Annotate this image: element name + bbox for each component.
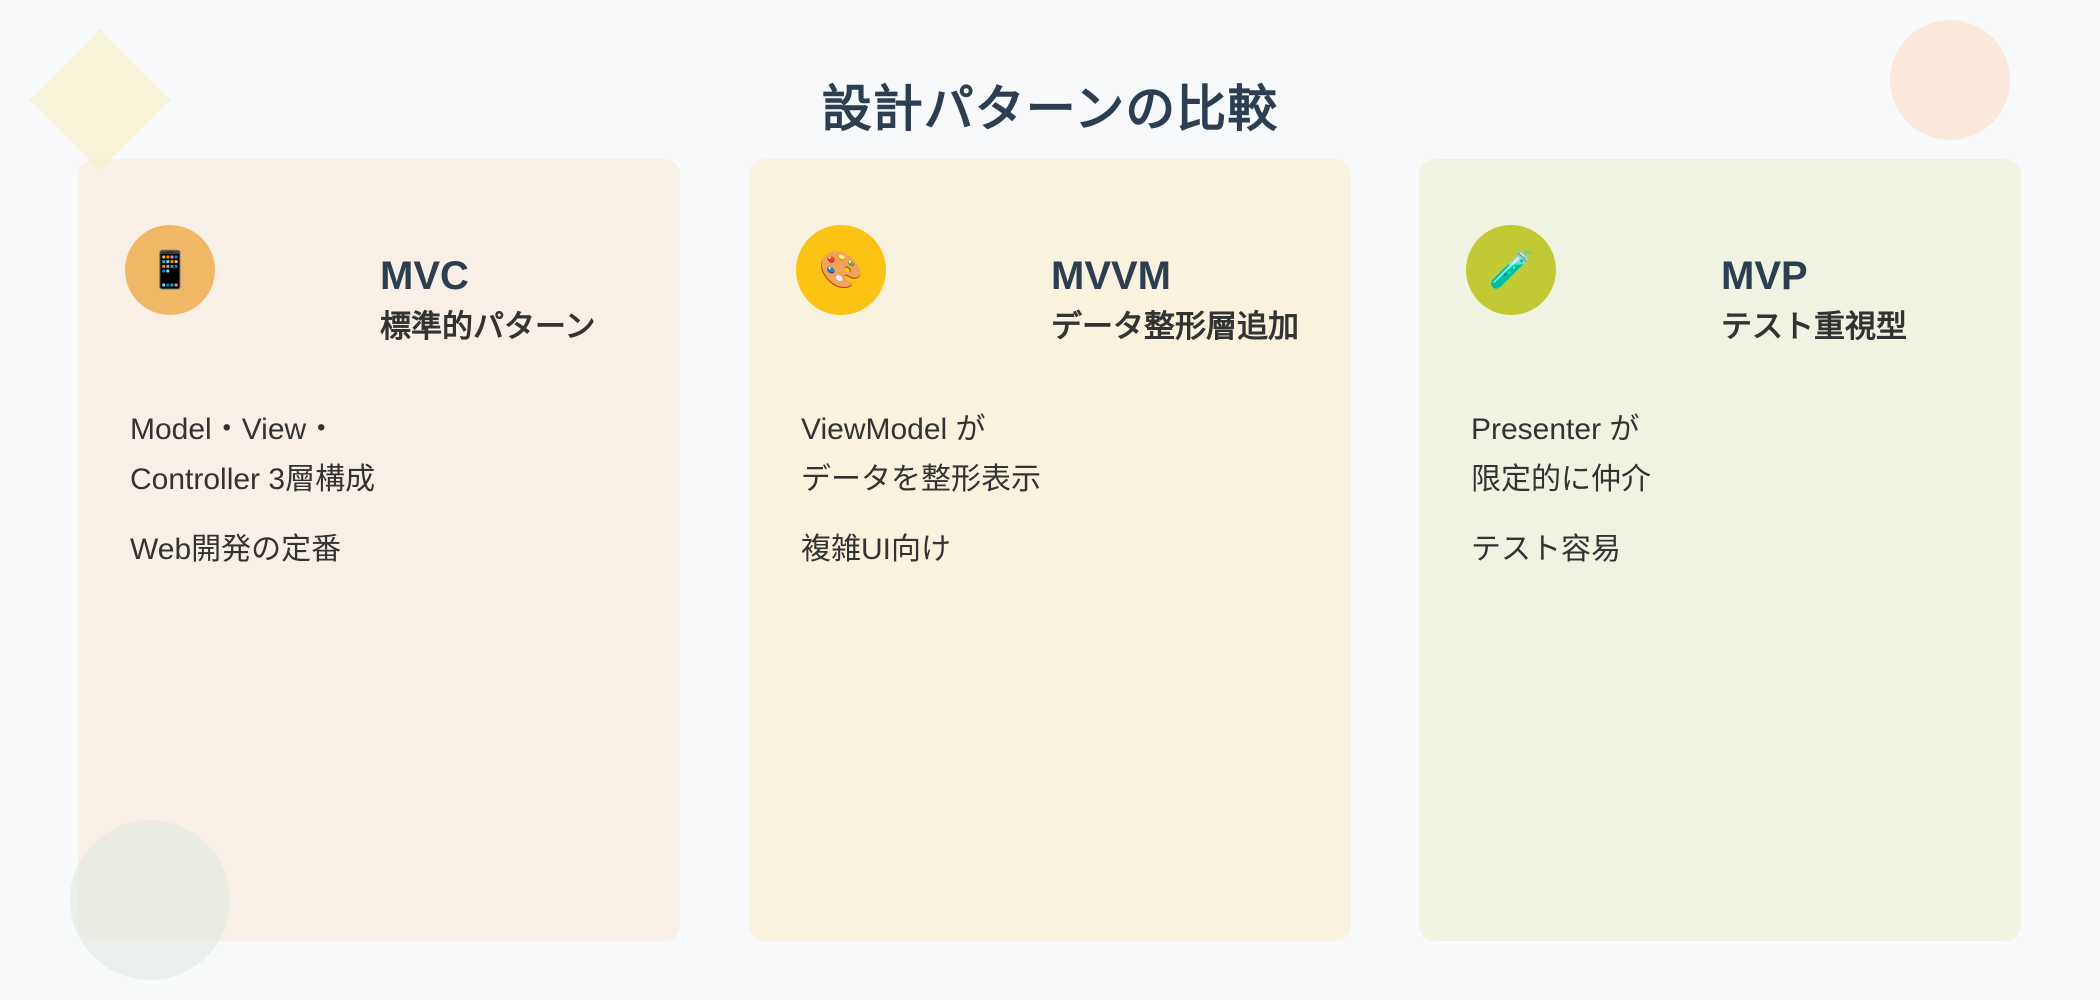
description-line: 限定的に仲介 [1471, 463, 1651, 496]
description-line: Presenter が [1471, 413, 1640, 446]
card-body: ViewModel が データを整形表示 複雑UI向け [801, 405, 1311, 575]
artist-palette-icon: 🎨 [796, 225, 886, 315]
description-line: Model・View・ [130, 413, 337, 446]
card-title: MVVM [1051, 254, 1171, 298]
card-mvp: 🧪 MVP テスト重視型 Presenter が 限定的に仲介 テスト容易 [1419, 159, 2021, 941]
card-description: ViewModel が データを整形表示 [801, 405, 1311, 505]
test-tube-icon-glyph: 🧪 [1488, 249, 1534, 290]
card-subtitle: データ整形層追加 [1051, 309, 1299, 344]
mobile-phone-icon: 📱 [125, 225, 215, 315]
card-mvvm: 🎨 MVVM データ整形層追加 ViewModel が データを整形表示 複雑U… [749, 159, 1351, 941]
card-note: テスト容易 [1471, 533, 1621, 566]
card-subtitle: 標準的パターン [380, 309, 596, 344]
description-line: Controller 3層構成 [130, 463, 376, 496]
description-line: ViewModel が [801, 413, 986, 446]
card-mvc: 📱 MVC 標準的パターン Model・View・ Controller 3層構… [78, 159, 680, 941]
card-title: MVC [380, 254, 469, 298]
card-body: Model・View・ Controller 3層構成 Web開発の定番 [130, 405, 640, 575]
card-note: Web開発の定番 [130, 533, 342, 566]
card-title: MVP [1721, 254, 1808, 298]
page-title: 設計パターンの比較 [821, 80, 1279, 137]
card-body: Presenter が 限定的に仲介 テスト容易 [1471, 405, 1981, 575]
card-note: 複雑UI向け [801, 533, 951, 566]
mobile-phone-icon-glyph: 📱 [147, 249, 193, 290]
card-description: Presenter が 限定的に仲介 [1471, 405, 1981, 505]
card-subtitle: テスト重視型 [1721, 309, 1907, 344]
test-tube-icon: 🧪 [1466, 225, 1556, 315]
description-line: データを整形表示 [801, 463, 1041, 496]
card-description: Model・View・ Controller 3層構成 [130, 405, 640, 505]
artist-palette-icon-glyph: 🎨 [818, 249, 864, 290]
